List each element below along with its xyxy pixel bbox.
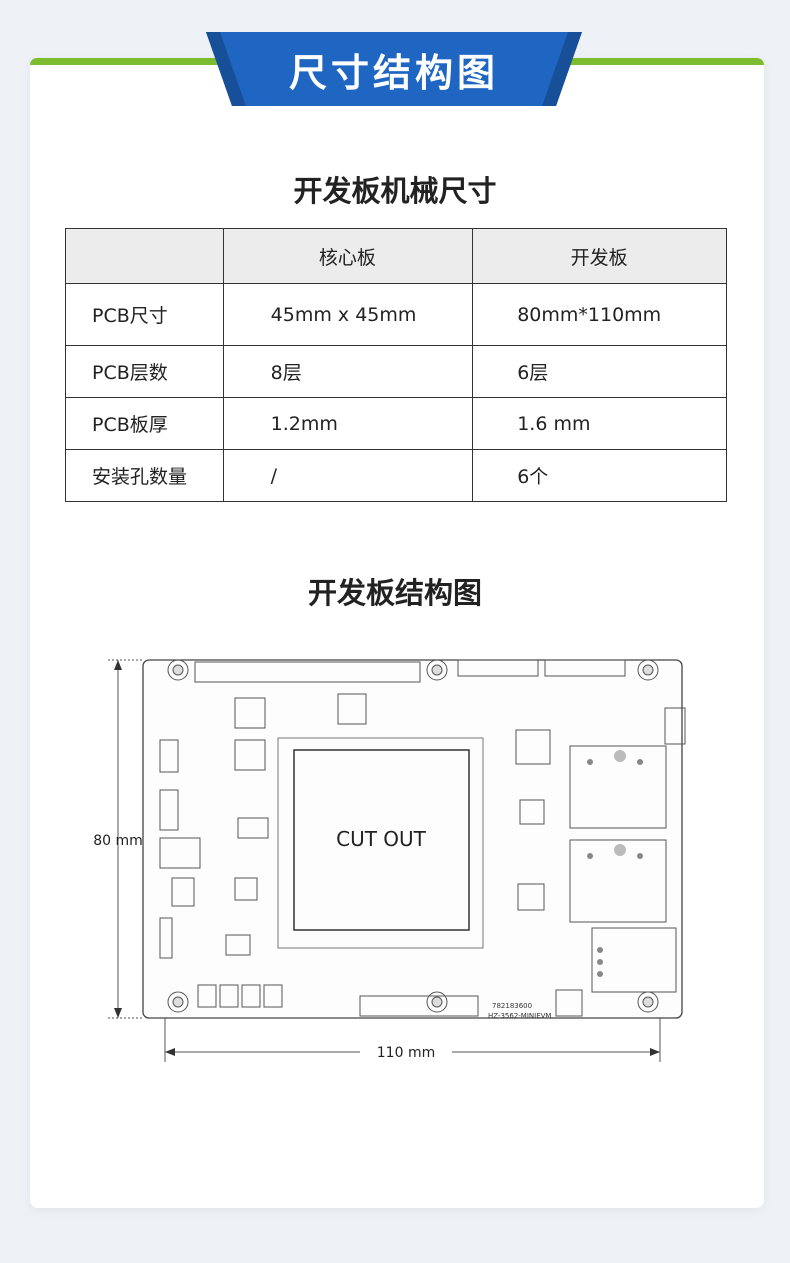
core-value: 8层 (222, 345, 474, 398)
ethernet-port (569, 839, 667, 923)
header-cell (65, 228, 224, 284)
ethernet-port (569, 745, 667, 829)
pin-header-top (194, 661, 421, 683)
board-model-text: HZ-3562-MINIEVM (488, 1012, 551, 1020)
row-label: PCB板厚 (65, 397, 224, 450)
banner-title: 尺寸结构图 (288, 50, 499, 95)
table-row: PCB层数 8层 6层 (65, 345, 727, 398)
row-label: PCB层数 (65, 345, 224, 398)
title-banner (206, 32, 582, 106)
mechanical-title: 开发板机械尺寸 (293, 174, 497, 208)
table-header-row: 核心板 开发板 (65, 228, 727, 284)
dev-value: 80mm*110mm (472, 283, 727, 346)
core-value: 1.2mm (222, 397, 474, 450)
row-label: 安装孔数量 (65, 449, 224, 502)
usb-port (591, 927, 677, 993)
mount-hole (637, 659, 659, 681)
cutout-label: CUT OUT (336, 827, 427, 851)
core-board-area (277, 737, 484, 949)
board-id-text: 782183600 (492, 1002, 532, 1010)
table-row: PCB板厚 1.2mm 1.6 mm (65, 397, 727, 450)
height-dimension-label: 80 mm (93, 833, 143, 849)
table-row: 安装孔数量 / 6个 (65, 449, 727, 502)
mount-hole (426, 659, 448, 681)
row-label: PCB尺寸 (65, 283, 224, 346)
core-value: / (222, 449, 474, 502)
header-cell: 开发板 (472, 228, 727, 284)
button (263, 984, 283, 1008)
dev-value: 6层 (472, 345, 727, 398)
mount-hole (167, 659, 189, 681)
dev-value: 1.6 mm (472, 397, 727, 450)
pin-header-bottom (359, 995, 479, 1017)
button (241, 984, 261, 1008)
mount-hole (167, 991, 189, 1013)
mount-hole (426, 991, 448, 1013)
table-row: PCB尺寸 45mm x 45mm 80mm*110mm (65, 283, 727, 346)
button (219, 984, 239, 1008)
core-value: 45mm x 45mm (222, 283, 474, 346)
header-cell: 核心板 (222, 228, 474, 284)
cutout-region (293, 749, 470, 931)
structure-title: 开发板结构图 (307, 576, 482, 610)
button (197, 984, 217, 1008)
pcb-structure-diagram: CUT OUT 80 mm 110 mm 782183600 HZ-3562-M… (93, 659, 686, 1062)
spec-table: 核心板 开发板 PCB尺寸 45mm x 45mm 80mm*110mm PCB… (65, 228, 727, 502)
dev-value: 6个 (472, 449, 727, 502)
width-dimension-label: 110 mm (377, 1045, 435, 1061)
